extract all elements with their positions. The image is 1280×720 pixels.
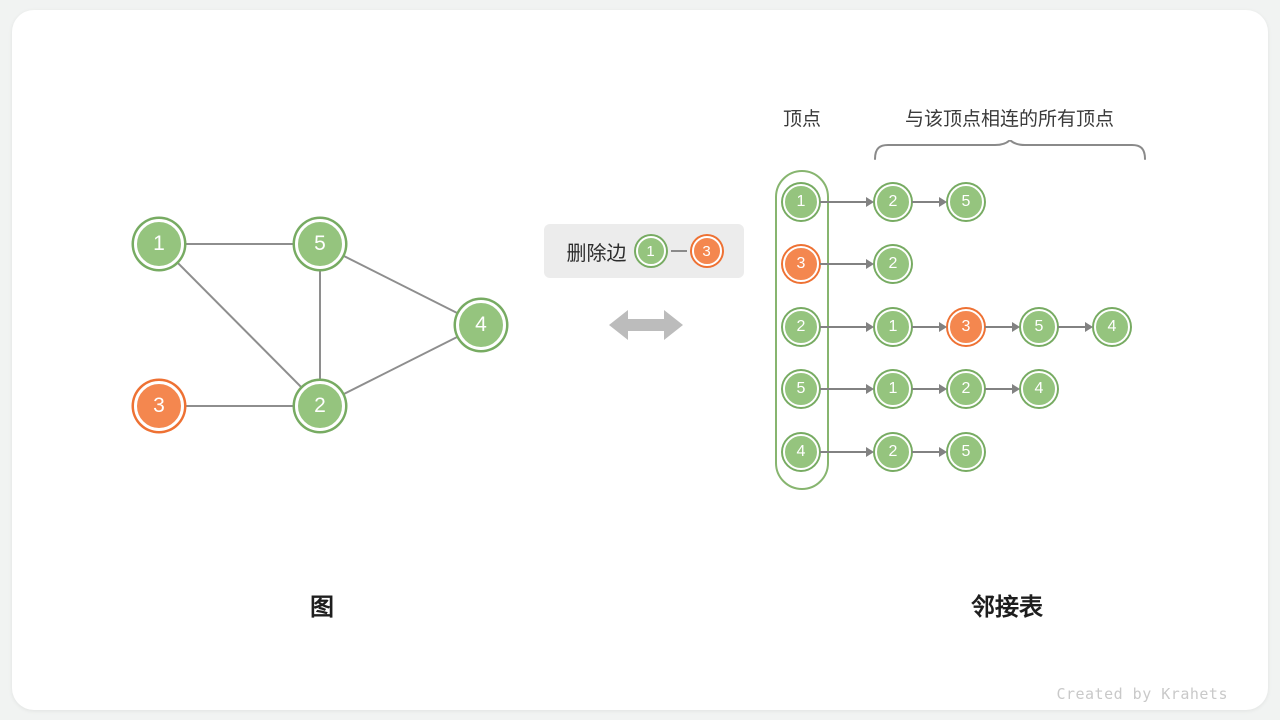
operation-edge-node: 3 [691,236,722,266]
arrow-icon [819,308,875,346]
graph-node: 5 [295,219,345,269]
vertex-node: 1 [783,184,819,220]
neighbor-node: 3 [948,309,984,345]
neighbor-node: 5 [948,184,984,220]
vertex-node: 5 [783,371,819,407]
graph-node: 1 [134,219,184,269]
arrow-icon [984,308,1021,346]
arrow-icon [984,370,1021,408]
arrow-icon [819,183,875,221]
arrow-icon [819,245,875,283]
vertex-node: 4 [783,434,819,470]
arrow-icon [911,308,948,346]
vertex-node: 2 [783,309,819,345]
double-arrow-icon [609,310,683,340]
neighbor-node: 4 [1094,309,1130,345]
arrow-icon [819,370,875,408]
graph-node: 3 [134,381,184,431]
neighbor-node: 2 [875,184,911,220]
brace-icon [874,140,1146,160]
arrow-icon [911,183,948,221]
arrow-icon [911,433,948,471]
operation-box: 删除边 1 3 [544,224,744,278]
operation-edge-node: 1 [635,236,666,266]
neighbors-column-header: 与该顶点相连的所有顶点 [904,109,1114,130]
neighbor-node: 5 [1021,309,1057,345]
neighbor-node: 2 [875,434,911,470]
neighbor-node: 2 [948,371,984,407]
credit-text: Created by Krahets [1056,685,1228,703]
arrow-icon [819,433,875,471]
neighbor-node: 1 [875,371,911,407]
adjacency-row: 1 2 5 [783,183,984,221]
graph-node: 2 [295,381,345,431]
vertex-column-outline [775,170,829,490]
adjacency-caption: 邻接表 [971,594,1043,621]
graph-caption: 图 [310,594,334,621]
operation-label: 删除边 [566,242,627,265]
arrow-icon [911,370,948,408]
vertex-node: 3 [783,246,819,282]
neighbor-node: 2 [875,246,911,282]
diagram-card: 1 5 4 3 2 删除边 1 3 顶点 与该顶点相连的所有顶点 1 2 [12,10,1268,710]
adjacency-row: 3 2 [783,245,911,283]
edge-link-line [670,250,687,252]
adjacency-row: 4 2 5 [783,433,984,471]
neighbor-node: 1 [875,309,911,345]
graph-node: 4 [456,300,506,350]
graph-panel: 1 5 4 3 2 [72,190,552,470]
neighbor-node: 4 [1021,371,1057,407]
adjacency-row: 2 1 3 5 4 [783,308,1130,346]
graph-edges [158,243,482,407]
vertex-column-header: 顶点 [782,109,821,130]
adjacency-row: 5 1 2 4 [783,370,1057,408]
arrow-icon [1057,308,1094,346]
neighbor-node: 5 [948,434,984,470]
